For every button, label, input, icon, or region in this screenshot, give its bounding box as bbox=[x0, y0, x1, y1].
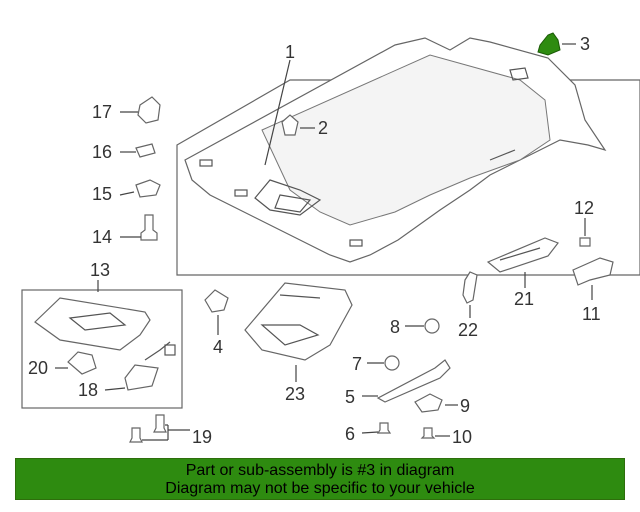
part-19-screw-b bbox=[129, 427, 143, 443]
callout-9: 9 bbox=[460, 396, 470, 416]
callout-22: 22 bbox=[458, 320, 478, 340]
headliner-frame bbox=[176, 79, 640, 276]
callout-18: 18 bbox=[78, 380, 98, 400]
part-9-hook bbox=[414, 393, 443, 413]
callout-20: 20 bbox=[28, 358, 48, 378]
callout-10: 10 bbox=[452, 427, 472, 447]
part-22-loop bbox=[462, 271, 478, 304]
callout-16: 16 bbox=[92, 142, 112, 162]
sun-visor-frame bbox=[21, 289, 183, 409]
callout-15: 15 bbox=[92, 184, 112, 204]
part-17-bracket bbox=[137, 96, 161, 124]
headliner-part bbox=[184, 37, 607, 263]
callout-6: 6 bbox=[345, 424, 355, 444]
callout-4: 4 bbox=[213, 337, 223, 357]
part-5-bracket bbox=[376, 359, 451, 403]
callout-5: 5 bbox=[345, 387, 355, 407]
info-banner: Part or sub-assembly is #3 in diagram Di… bbox=[15, 458, 625, 500]
part-15-clip bbox=[135, 179, 161, 198]
callout-21: 21 bbox=[514, 289, 534, 309]
callout-1: 1 bbox=[285, 42, 295, 62]
callout-12: 12 bbox=[574, 198, 594, 218]
part-21-handle bbox=[486, 237, 559, 273]
part-16-pad bbox=[135, 143, 156, 158]
part-2-clip bbox=[281, 114, 299, 136]
callout-2: 2 bbox=[318, 118, 328, 138]
part-7-clip bbox=[384, 355, 400, 371]
banner-line-2: Diagram may not be specific to your vehi… bbox=[165, 480, 475, 497]
part-18-plug bbox=[124, 364, 159, 391]
callout-11: 11 bbox=[582, 304, 601, 324]
part-19-screw-a bbox=[153, 414, 167, 433]
part-11-bracket bbox=[572, 257, 614, 286]
callout-17: 17 bbox=[92, 102, 112, 122]
callout-23: 23 bbox=[285, 384, 305, 404]
callout-13: 13 bbox=[90, 260, 110, 280]
part-3-clip-highlight bbox=[537, 32, 561, 56]
part-20-bulb bbox=[67, 351, 97, 375]
parts-diagram: 1 2 3 17 16 15 14 13 20 18 19 4 23 8 7 5… bbox=[21, 32, 640, 447]
part-8-clip bbox=[424, 318, 440, 334]
callout-19: 19 bbox=[192, 427, 212, 447]
part-14-screw bbox=[140, 214, 158, 241]
part-4-clip bbox=[204, 289, 229, 313]
leader-lines bbox=[55, 43, 593, 441]
callout-8: 8 bbox=[390, 317, 400, 337]
part-23-console bbox=[244, 282, 353, 361]
banner-line-1: Part or sub-assembly is #3 in diagram bbox=[185, 462, 455, 479]
callout-3: 3 bbox=[580, 34, 590, 54]
callout-14: 14 bbox=[92, 227, 112, 247]
part-6-screw bbox=[376, 422, 392, 434]
sun-visor bbox=[34, 297, 151, 351]
part-10-screw bbox=[420, 427, 436, 439]
callout-7: 7 bbox=[352, 354, 362, 374]
part-12-screw bbox=[579, 237, 591, 247]
